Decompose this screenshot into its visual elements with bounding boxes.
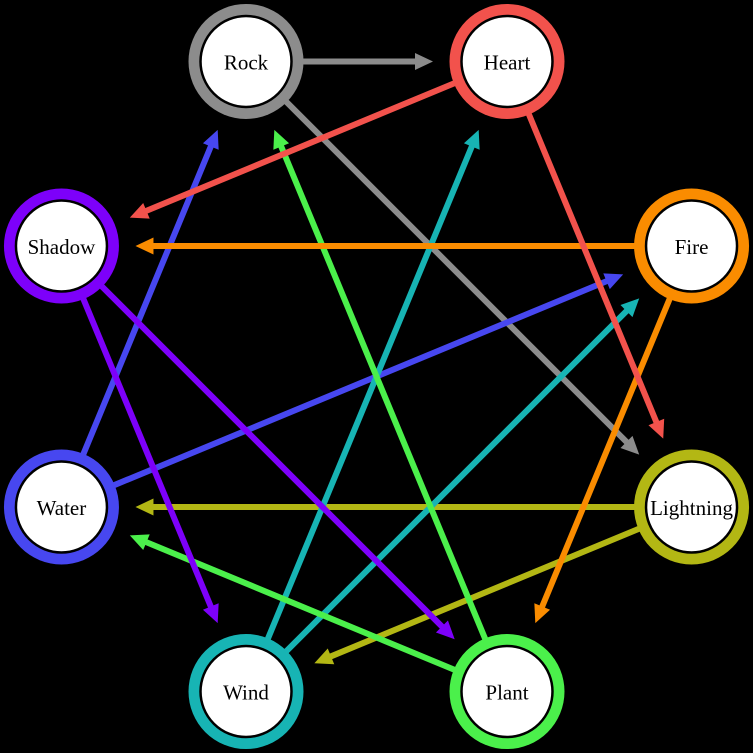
- edge-line-plant-water: [137, 536, 458, 674]
- node-lightning: Lightning: [634, 449, 750, 565]
- edge-shadow-wind: [79, 295, 219, 624]
- arrowhead-icon: [314, 648, 335, 665]
- edge-plant-rock: [273, 129, 489, 642]
- node-disc-plant: [460, 644, 554, 739]
- edge-wind-heart: [264, 129, 480, 642]
- edge-heart-lightning: [525, 111, 665, 439]
- arrowhead-icon: [463, 129, 480, 150]
- edge-line-fire-plant: [536, 295, 674, 616]
- edge-line-shadow-wind: [79, 295, 217, 616]
- arrowhead-icon: [414, 52, 433, 70]
- node-disc-wind: [199, 644, 293, 739]
- edge-line-water-rock: [79, 137, 217, 458]
- node-disc-rock: [199, 14, 293, 109]
- node-water: Water: [3, 449, 119, 565]
- edge-line-rock-lightning: [282, 98, 635, 450]
- edge-wind-fire: [282, 298, 640, 655]
- edge-line-plant-rock: [275, 137, 489, 642]
- edge-fire-plant: [534, 295, 674, 624]
- edge-rock-lightning: [282, 98, 640, 455]
- arrowhead-icon: [620, 298, 640, 318]
- arrowhead-icon: [648, 418, 665, 439]
- arrowhead-icon: [129, 202, 150, 219]
- edge-shadow-plant: [98, 282, 455, 640]
- edge-line-heart-shadow: [137, 79, 458, 217]
- node-heart: Heart: [449, 3, 565, 119]
- edge-fire-shadow: [135, 237, 637, 255]
- node-disc-water: [14, 460, 109, 554]
- arrowhead-icon: [202, 129, 219, 150]
- edge-line-shadow-plant: [98, 282, 450, 635]
- node-shadow: Shadow: [3, 188, 119, 304]
- node-label-lightning: Lightning: [650, 496, 733, 520]
- node-rock: Rock: [188, 3, 304, 119]
- edge-line-wind-heart: [264, 137, 478, 642]
- node-disc-heart: [460, 14, 554, 109]
- arrowhead-icon: [620, 435, 640, 455]
- edge-lightning-water: [135, 498, 637, 516]
- arrowhead-icon: [603, 273, 624, 290]
- node-wind: Wind: [188, 634, 304, 750]
- node-label-rock: Rock: [224, 50, 269, 74]
- node-disc-lightning: [644, 460, 739, 554]
- node-label-heart: Heart: [484, 50, 531, 74]
- node-plant: Plant: [449, 634, 565, 750]
- edge-line-heart-lightning: [525, 111, 663, 431]
- arrowhead-icon: [202, 603, 219, 624]
- arrowhead-icon: [534, 603, 551, 624]
- arrowhead-icon: [135, 498, 154, 516]
- edge-rock-heart: [301, 52, 433, 70]
- node-label-water: Water: [37, 496, 87, 520]
- arrowhead-icon: [435, 620, 455, 640]
- node-label-fire: Fire: [675, 235, 709, 259]
- node-disc-shadow: [14, 199, 109, 293]
- edges-layer: [79, 52, 674, 674]
- node-disc-fire: [644, 199, 739, 293]
- edge-heart-shadow: [129, 79, 458, 219]
- arrowhead-icon: [273, 129, 290, 150]
- edge-line-water-fire: [111, 275, 616, 489]
- node-label-plant: Plant: [485, 681, 528, 705]
- edge-plant-water: [129, 534, 458, 674]
- node-label-shadow: Shadow: [28, 235, 97, 259]
- arrowhead-icon: [129, 534, 150, 551]
- arrowhead-icon: [135, 237, 154, 255]
- node-label-wind: Wind: [223, 681, 269, 705]
- edge-line-wind-fire: [282, 303, 635, 655]
- edge-water-rock: [79, 129, 219, 458]
- edge-water-fire: [111, 273, 624, 489]
- node-fire: Fire: [634, 188, 750, 304]
